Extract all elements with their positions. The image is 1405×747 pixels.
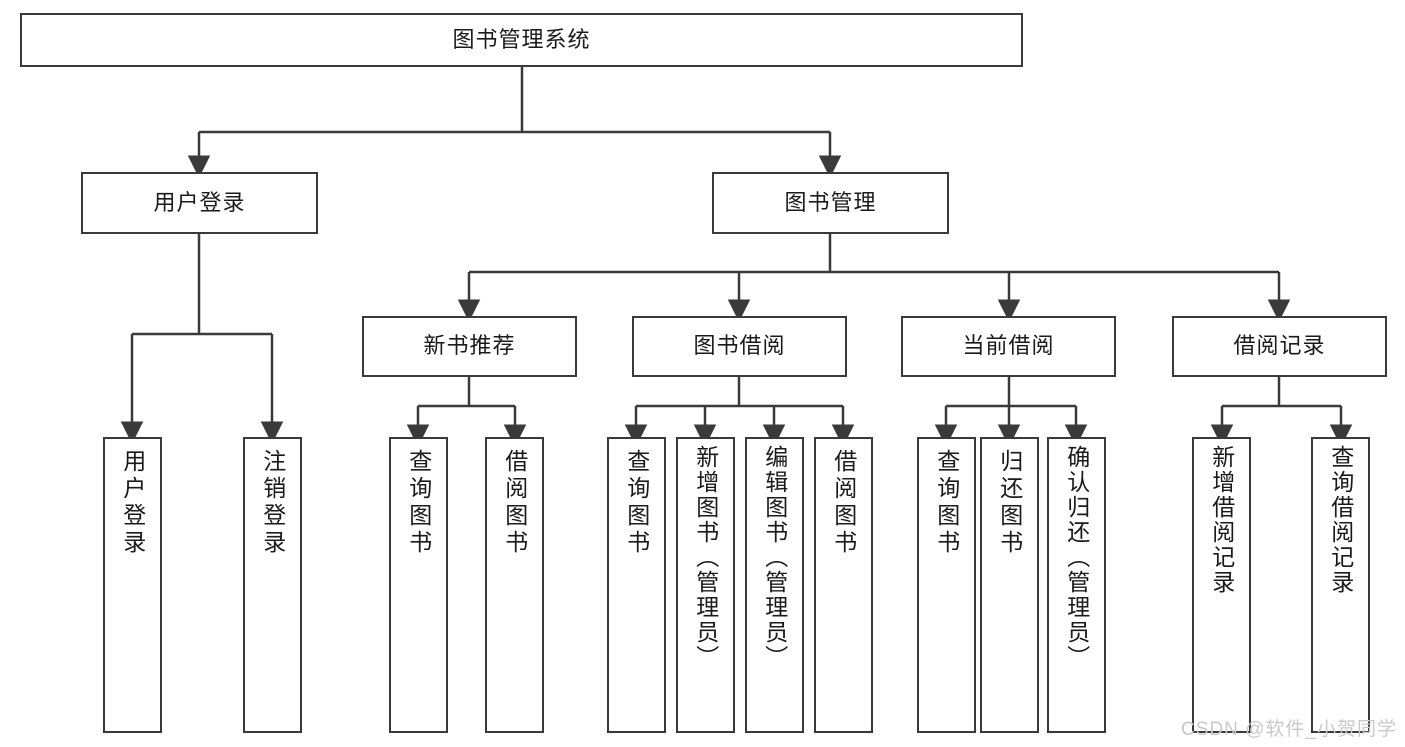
node-book-borrow[interactable]: 图书借阅 [632,316,847,377]
node-root-book-management-system[interactable]: 图书管理系统 [20,13,1023,67]
node-borrow-record[interactable]: 借阅记录 [1172,316,1387,377]
leaf-add-book-admin[interactable]: 新增图书（管理员） [676,437,735,733]
node-user-login[interactable]: 用户登录 [81,172,318,234]
node-current-borrow[interactable]: 当前借阅 [901,316,1116,377]
leaf-user-login[interactable]: 用户登录 [103,437,162,733]
leaf-logout-login[interactable]: 注销登录 [243,437,302,733]
leaf-borrow-book[interactable]: 借阅图书 [814,437,873,733]
leaf-edit-book-admin[interactable]: 编辑图书（管理员） [745,437,804,733]
leaf-confirm-return-admin[interactable]: 确认归还（管理员） [1047,437,1106,733]
leaf-borrow-book-recommend[interactable]: 借阅图书 [485,437,544,733]
node-new-book-recommend[interactable]: 新书推荐 [362,316,577,377]
node-book-management[interactable]: 图书管理 [712,172,949,234]
leaf-query-borrow-record[interactable]: 查询借阅记录 [1311,437,1370,733]
leaf-return-book[interactable]: 归还图书 [980,437,1039,733]
watermark-credit: CSDN @软件_小贺同学 [1181,719,1397,740]
leaf-query-book-current[interactable]: 查询图书 [917,437,976,733]
leaf-add-borrow-record[interactable]: 新增借阅记录 [1192,437,1251,733]
leaf-query-book-recommend[interactable]: 查询图书 [389,437,448,733]
leaf-query-book-borrow[interactable]: 查询图书 [607,437,666,733]
